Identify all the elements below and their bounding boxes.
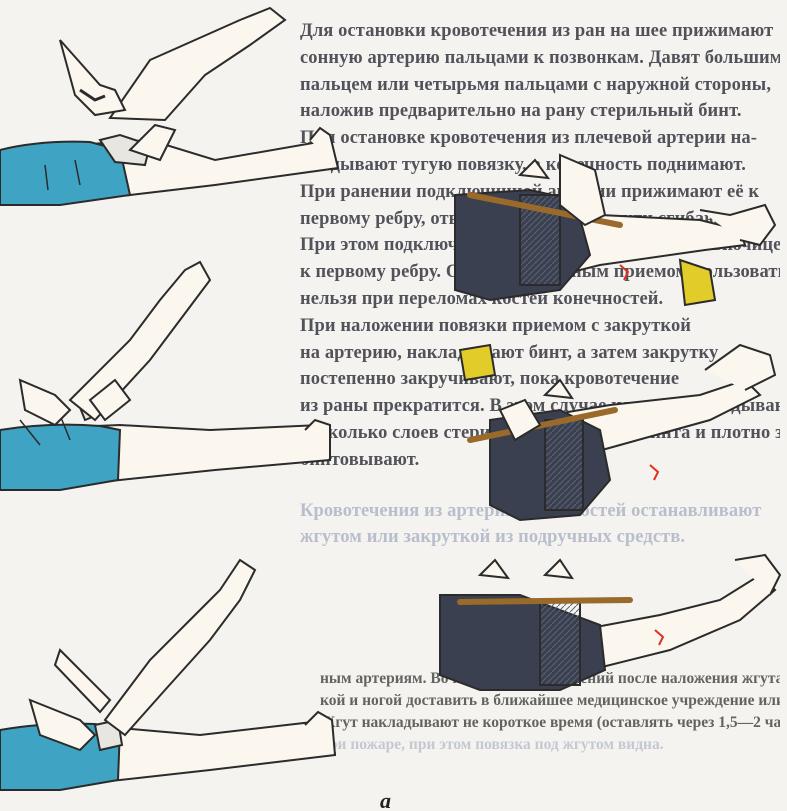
hand-icon	[20, 380, 70, 425]
raised-leg-icon	[70, 262, 210, 420]
leg-tourniquet-figure-3	[0, 560, 335, 790]
figure-label: а	[380, 788, 391, 811]
stick-icon	[460, 600, 630, 602]
leg-tourniquet-figure-1	[0, 8, 338, 205]
knot-icon	[545, 380, 572, 398]
cuff-icon	[460, 345, 495, 380]
hand-icon	[60, 40, 125, 115]
knot-icon	[480, 560, 508, 578]
raised-leg-icon	[105, 560, 255, 735]
arm-stick-tourniquet-figure-3	[440, 555, 780, 690]
knot-icon	[520, 160, 548, 178]
cuff-icon	[680, 260, 715, 305]
shorts-icon	[0, 425, 120, 490]
raised-leg-icon	[110, 8, 285, 120]
arm-stick-tourniquet-figure-1	[455, 155, 775, 305]
arm-stick-tourniquet-figure-2	[460, 345, 775, 520]
leg-tourniquet-figure-2	[0, 262, 330, 490]
wound-icon	[650, 465, 658, 480]
wound-icon	[620, 265, 628, 280]
arm-icon	[580, 575, 775, 670]
knot-icon	[545, 560, 572, 578]
